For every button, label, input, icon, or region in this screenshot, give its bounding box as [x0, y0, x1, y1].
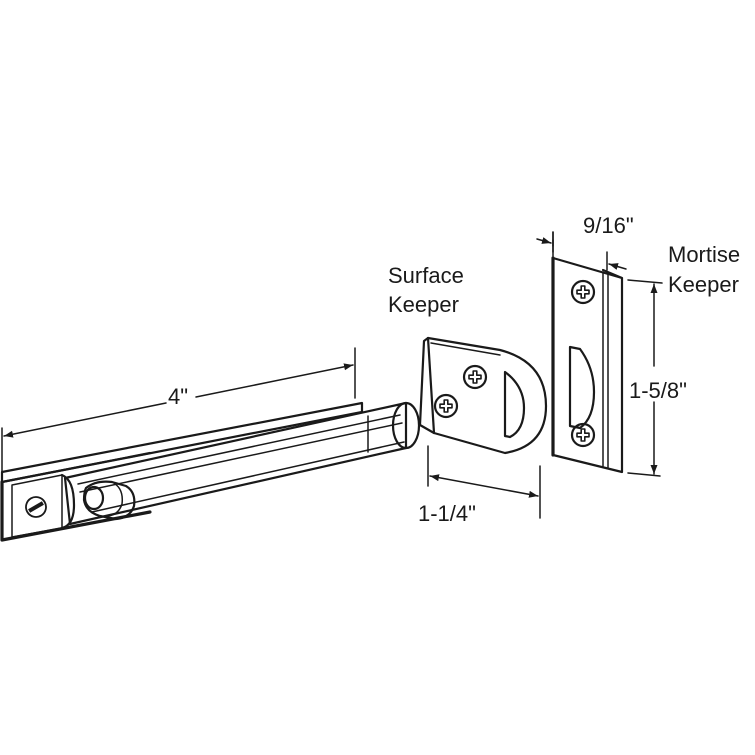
dimension-surface-keeper-width: 1-1/4" — [418, 445, 541, 526]
screw-icon — [25, 496, 47, 518]
screw-icon — [439, 399, 453, 413]
surface-keeper — [418, 336, 548, 455]
mortise-keeper — [551, 256, 624, 474]
bolt-length-label: 4" — [168, 384, 188, 409]
mortise-keeper-height-label: 1-5/8" — [629, 378, 687, 403]
mortise-keeper-width-label: 9/16" — [583, 213, 634, 238]
surface-keeper-width-label: 1-1/4" — [418, 501, 476, 526]
dimension-mortise-keeper-height: 1-5/8" — [627, 279, 687, 477]
slide-bolt — [0, 401, 421, 542]
dimension-bolt-length: 4" — [1, 347, 356, 473]
mortise-keeper-label: Mortise — [668, 242, 740, 267]
dimension-mortise-keeper-width: 9/16" — [536, 213, 634, 271]
screw-icon — [468, 370, 482, 384]
screw-icon — [576, 285, 590, 299]
surface-keeper-label: Surface — [388, 263, 464, 288]
surface-keeper-label: Keeper — [388, 292, 459, 317]
screw-icon — [576, 428, 590, 442]
bolt-knob — [82, 480, 136, 521]
mortise-keeper-label: Keeper — [668, 272, 739, 297]
bolt-cylinder — [63, 401, 421, 526]
